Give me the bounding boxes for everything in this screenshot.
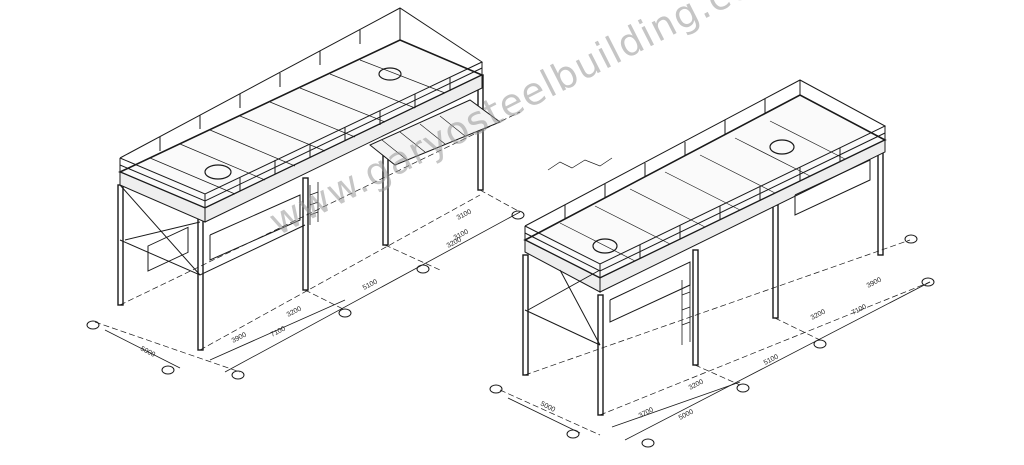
left-dimension-lines [104,211,521,373]
dim-label: 5000 [678,408,695,421]
right-grid-lines [499,239,931,436]
right-deck [523,94,887,279]
dim-label: 5100 [763,353,780,366]
right-axis-bubbles [489,234,935,448]
left-railings [119,7,484,208]
right-railings [524,79,887,278]
dim-label: 3700 [638,406,655,419]
dim-label: 7100 [270,325,287,338]
dim-label: 3900 [866,276,883,289]
dim-label: 3100 [453,228,470,241]
left-hatch-opening-2 [378,67,402,81]
dim-label: 7100 [851,303,868,316]
left-canopy [369,99,502,166]
right-deck-panels [559,120,846,262]
dim-label: 3200 [810,308,827,321]
dim-label: 3200 [286,305,303,318]
left-deck-panels [149,59,446,195]
left-axis-bubbles [86,210,525,380]
left-grid-lines [94,111,521,373]
right-platform: 5000 3700 5000 3200 5100 3200 7100 3900 [489,79,935,448]
dim-label: 3100 [456,208,473,221]
right-lower-frame [524,159,871,346]
dim-label: 3900 [231,331,248,344]
right-canopy-edge [547,157,613,171]
right-dimension-lines [507,281,931,441]
right-hatch-opening-2 [769,139,795,155]
right-ladder [681,277,691,345]
left-lower-frame [119,184,306,276]
dim-label: 5000 [539,401,556,414]
right-columns [522,149,884,416]
left-ladder [309,182,319,225]
dim-label: 5000 [139,346,156,359]
dim-label: 3200 [688,378,705,391]
right-hatch-opening [592,238,618,254]
left-canopy-ribs [381,115,466,161]
left-hatch-opening [204,164,232,180]
